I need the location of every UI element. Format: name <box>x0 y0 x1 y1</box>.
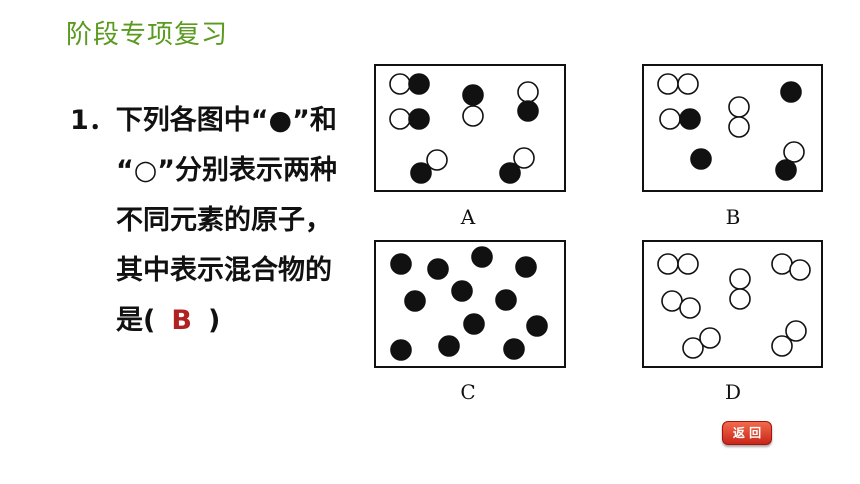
white-atom-3-10 <box>682 337 704 359</box>
option-a-atoms <box>389 73 539 184</box>
black-atom-1-3 <box>679 108 701 130</box>
black-atom-0-1 <box>408 73 430 95</box>
option-a-diagram <box>374 64 566 192</box>
black-atom-2-7 <box>463 313 485 335</box>
black-atom-2-2 <box>471 246 493 268</box>
black-atom-2-5 <box>451 280 473 302</box>
white-atom-0-8 <box>426 149 448 171</box>
black-atom-2-1 <box>427 258 449 280</box>
white-atom-3-9 <box>771 335 793 357</box>
white-atom-3-1 <box>677 253 699 275</box>
option-d-diagram <box>642 240 823 368</box>
black-atom-1-6 <box>780 81 802 103</box>
question-number: 1． <box>70 105 116 136</box>
white-atom-0-10 <box>513 147 535 169</box>
option-a-label: A <box>460 205 476 229</box>
white-atom-0-2 <box>389 108 411 130</box>
white-atom-3-8 <box>785 320 807 342</box>
option-d-label: D <box>724 380 742 404</box>
white-atom-0-0 <box>389 73 411 95</box>
black-atom-0-9 <box>410 162 432 184</box>
option-c-atoms <box>390 246 548 361</box>
black-atom-2-0 <box>390 253 412 275</box>
question-line-1: 下列各图中“●”和 <box>115 105 337 136</box>
white-atom-1-4 <box>728 96 750 118</box>
option-b-atoms <box>657 73 805 181</box>
question-line-5: 是( <box>116 305 156 336</box>
option-c-label: C <box>460 380 476 404</box>
question-line-4: 其中表示混合物的 <box>116 255 332 286</box>
black-atom-2-9 <box>390 339 412 361</box>
option-b-label: B <box>725 205 741 229</box>
white-atom-1-5 <box>728 116 750 138</box>
white-atom-3-4 <box>771 253 793 275</box>
white-atom-1-1 <box>677 73 699 95</box>
option-d-atoms <box>657 253 811 359</box>
black-atom-0-11 <box>499 162 521 184</box>
black-atom-2-6 <box>495 289 517 311</box>
black-atom-1-9 <box>775 159 797 181</box>
black-atom-2-10 <box>438 335 460 357</box>
black-atom-0-3 <box>408 108 430 130</box>
question-line-3: 不同元素的原子， <box>116 205 332 236</box>
question-text: 1．下列各图中“●”和 “○”分别表示两种 不同元素的原子， 其中表示混合物的 … <box>70 96 370 346</box>
white-atom-3-0 <box>657 253 679 275</box>
black-atom-2-11 <box>503 338 525 360</box>
option-c-diagram <box>374 240 566 368</box>
option-b-diagram <box>642 64 823 192</box>
white-atom-3-7 <box>679 297 701 319</box>
white-atom-3-6 <box>661 290 683 312</box>
black-atom-2-4 <box>404 290 426 312</box>
black-atom-1-7 <box>690 148 712 170</box>
white-atom-1-2 <box>659 108 681 130</box>
black-atom-0-4 <box>462 84 484 106</box>
white-atom-0-6 <box>517 81 539 103</box>
black-atom-0-7 <box>517 100 539 122</box>
answer-close-paren: ) <box>207 305 221 336</box>
question-line-2: “○”分别表示两种 <box>116 155 338 186</box>
white-atom-1-0 <box>657 73 679 95</box>
white-atom-3-5 <box>789 259 811 281</box>
white-atom-1-8 <box>783 141 805 163</box>
white-atom-3-2 <box>729 268 751 290</box>
answer-text: B <box>171 305 192 336</box>
section-title: 阶段专项复习 <box>66 20 229 50</box>
white-atom-3-11 <box>699 327 721 349</box>
return-button[interactable]: 返 回 <box>722 421 772 445</box>
black-atom-2-3 <box>515 256 537 278</box>
black-atom-2-8 <box>526 315 548 337</box>
white-atom-3-3 <box>729 288 751 310</box>
white-atom-0-5 <box>462 105 484 127</box>
